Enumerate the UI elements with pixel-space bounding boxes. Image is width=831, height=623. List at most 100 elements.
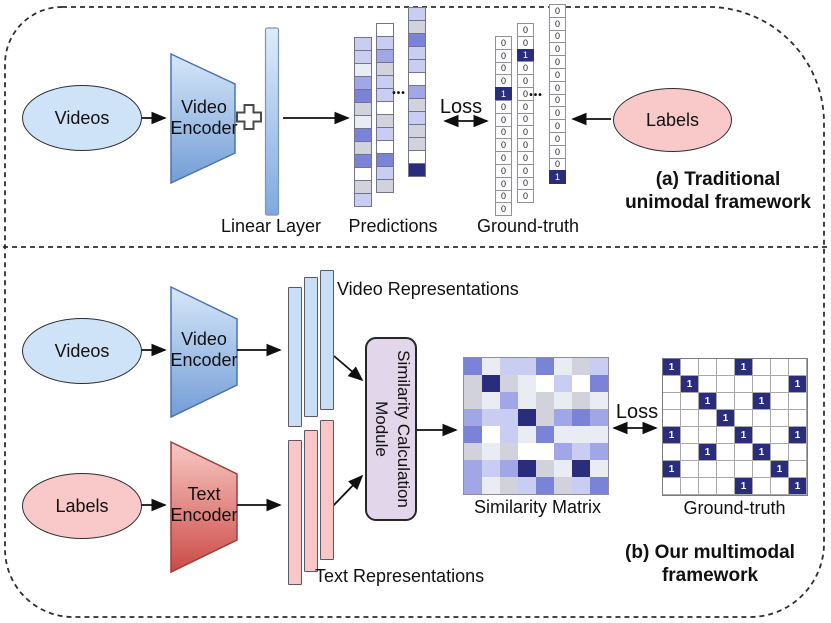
groundtruth-matrix-cell: 1 bbox=[717, 410, 735, 427]
similarity-matrix-cell bbox=[572, 358, 590, 375]
similarity-matrix-cell bbox=[482, 443, 500, 460]
groundtruth-matrix-cell bbox=[699, 359, 717, 376]
similarity-matrix-cell bbox=[464, 460, 482, 477]
similarity-matrix-cell bbox=[590, 460, 608, 477]
similarity-matrix-cell bbox=[554, 426, 572, 443]
prediction-cell bbox=[354, 167, 372, 181]
groundtruth-matrix-cell bbox=[771, 410, 789, 427]
video-representations-label: Video Representations bbox=[337, 279, 519, 299]
similarity-matrix-cell bbox=[464, 443, 482, 460]
groundtruth-matrix-cell bbox=[699, 461, 717, 478]
videos-node-a: Videos bbox=[22, 85, 142, 151]
loss-label-b: Loss bbox=[615, 401, 659, 423]
video-encoder-label-a: Video Encoder bbox=[170, 97, 238, 138]
similarity-matrix-cell bbox=[518, 392, 536, 409]
groundtruth-matrix-cell bbox=[681, 427, 699, 444]
groundtruth-matrix-cell bbox=[681, 359, 699, 376]
text-representations-label: Text Representations bbox=[315, 566, 485, 586]
groundtruth-matrix-cell bbox=[717, 427, 735, 444]
groundtruth-matrix-cell: 1 bbox=[789, 376, 807, 393]
groundtruth-matrix-cell: 1 bbox=[771, 461, 789, 478]
groundtruth-matrix-cell bbox=[789, 410, 807, 427]
groundtruth-matrix-cell bbox=[771, 359, 789, 376]
groundtruth-matrix-cell: 1 bbox=[735, 427, 753, 444]
prediction-cell bbox=[408, 7, 426, 21]
prediction-cell bbox=[354, 141, 372, 155]
prediction-cell bbox=[408, 46, 426, 60]
similarity-matrix bbox=[463, 357, 609, 495]
groundtruth-cell: 0 bbox=[549, 93, 566, 108]
similarity-matrix-cell bbox=[518, 443, 536, 460]
groundtruth-cell: 0 bbox=[517, 189, 534, 204]
similarity-matrix-cell bbox=[500, 392, 518, 409]
caption-a: (a) Traditional unimodal framework bbox=[598, 168, 831, 214]
groundtruth-cell: 0 bbox=[517, 150, 534, 165]
video-encoder-shape-b bbox=[170, 285, 238, 419]
similarity-matrix-cell bbox=[590, 409, 608, 426]
groundtruth-matrix-cell: 1 bbox=[789, 427, 807, 444]
similarity-matrix-cell bbox=[590, 375, 608, 392]
groundtruth-cell: 0 bbox=[517, 74, 534, 88]
groundtruth-matrix-cell bbox=[699, 410, 717, 427]
groundtruth-cell: 0 bbox=[549, 80, 566, 95]
similarity-matrix-cell bbox=[464, 358, 482, 375]
groundtruth-cell: 0 bbox=[495, 74, 512, 89]
similarity-matrix-cell bbox=[590, 477, 608, 494]
similarity-matrix-cell bbox=[518, 460, 536, 477]
prediction-cell bbox=[376, 166, 394, 180]
groundtruth-matrix-cell bbox=[753, 410, 771, 427]
labels-label-b: Labels bbox=[55, 495, 109, 516]
similarity-matrix-label: Similarity Matrix bbox=[473, 497, 601, 517]
groundtruth-matrix-cell bbox=[717, 393, 735, 410]
similarity-matrix-cell bbox=[572, 375, 590, 392]
prediction-cell bbox=[376, 153, 394, 167]
prediction-cell bbox=[408, 150, 426, 164]
groundtruth-matrix-cell: 1 bbox=[663, 427, 681, 444]
video-repr-bar-2 bbox=[304, 277, 318, 417]
groundtruth-cell: 0 bbox=[495, 99, 512, 114]
similarity-matrix-cell bbox=[536, 477, 554, 494]
arrow-videobars-to-module bbox=[333, 355, 364, 382]
prediction-vector-2 bbox=[376, 23, 394, 193]
groundtruth-matrix-cell bbox=[771, 393, 789, 410]
prediction-cell bbox=[376, 179, 394, 193]
caption-b-line2: framework bbox=[661, 565, 759, 586]
video-repr-bar-3 bbox=[320, 270, 334, 410]
similarity-matrix-cell bbox=[536, 392, 554, 409]
prediction-cell bbox=[376, 101, 394, 115]
similarity-matrix-cell bbox=[482, 392, 500, 409]
groundtruth-cell: 0 bbox=[549, 16, 566, 31]
prediction-cell bbox=[354, 37, 372, 51]
similarity-module-label: Similarity Calculation Module bbox=[372, 350, 413, 508]
similarity-matrix-cell bbox=[554, 443, 572, 460]
groundtruth-matrix-cell bbox=[681, 393, 699, 410]
groundtruth-cell: 0 bbox=[495, 138, 512, 153]
similarity-matrix-cell bbox=[482, 375, 500, 392]
groundtruth-cell: 0 bbox=[495, 125, 512, 140]
similarity-matrix-cell bbox=[572, 477, 590, 494]
caption-a-line2: unimodal framework bbox=[625, 192, 811, 213]
groundtruth-matrix-cell bbox=[663, 444, 681, 461]
caption-a-line1: (a) Traditional bbox=[655, 169, 781, 190]
prediction-cell bbox=[376, 75, 394, 89]
similarity-matrix-cell bbox=[482, 409, 500, 426]
similarity-matrix-cell bbox=[536, 358, 554, 375]
groundtruth-matrix-cell: 1 bbox=[699, 393, 717, 410]
text-repr-bar-1 bbox=[288, 440, 302, 585]
groundtruth-matrix-cell bbox=[717, 444, 735, 461]
groundtruth-cell: 0 bbox=[549, 4, 566, 18]
groundtruth-cell: 0 bbox=[495, 36, 512, 50]
groundtruth-matrix-cell bbox=[789, 461, 807, 478]
similarity-matrix-cell bbox=[500, 426, 518, 443]
plus-icon bbox=[236, 104, 262, 130]
groundtruth-cell: 0 bbox=[549, 55, 566, 69]
groundtruth-cell: 0 bbox=[517, 125, 534, 140]
groundtruth-matrix-cell bbox=[681, 410, 699, 427]
similarity-matrix-cell bbox=[500, 375, 518, 392]
similarity-matrix-cell bbox=[590, 392, 608, 409]
similarity-matrix-cell bbox=[590, 358, 608, 375]
similarity-matrix-cell bbox=[572, 409, 590, 426]
arrow-textbars-to-module bbox=[331, 474, 364, 508]
prediction-cell bbox=[376, 23, 394, 37]
similarity-matrix-cell bbox=[554, 477, 572, 494]
